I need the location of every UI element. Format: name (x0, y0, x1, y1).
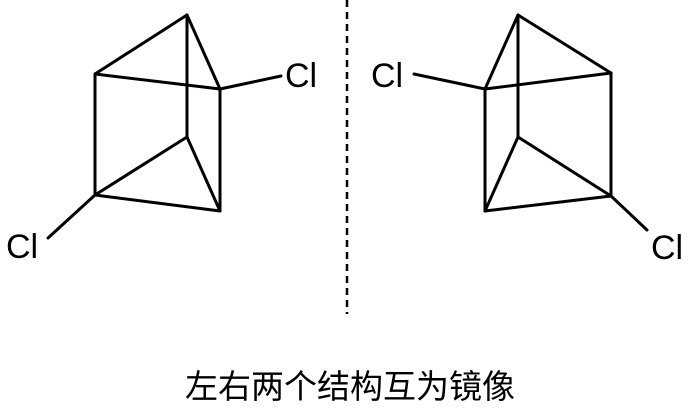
chlorine-label: Cl (285, 57, 317, 95)
right-molecule: Cl Cl (371, 13, 683, 267)
chlorine-label: Cl (371, 57, 403, 95)
chlorine-label: Cl (651, 229, 683, 267)
chlorine-label: Cl (6, 228, 38, 266)
left-molecule: Cl Cl (6, 13, 317, 266)
caption: 左右两个结构互为镜像 (185, 367, 515, 406)
